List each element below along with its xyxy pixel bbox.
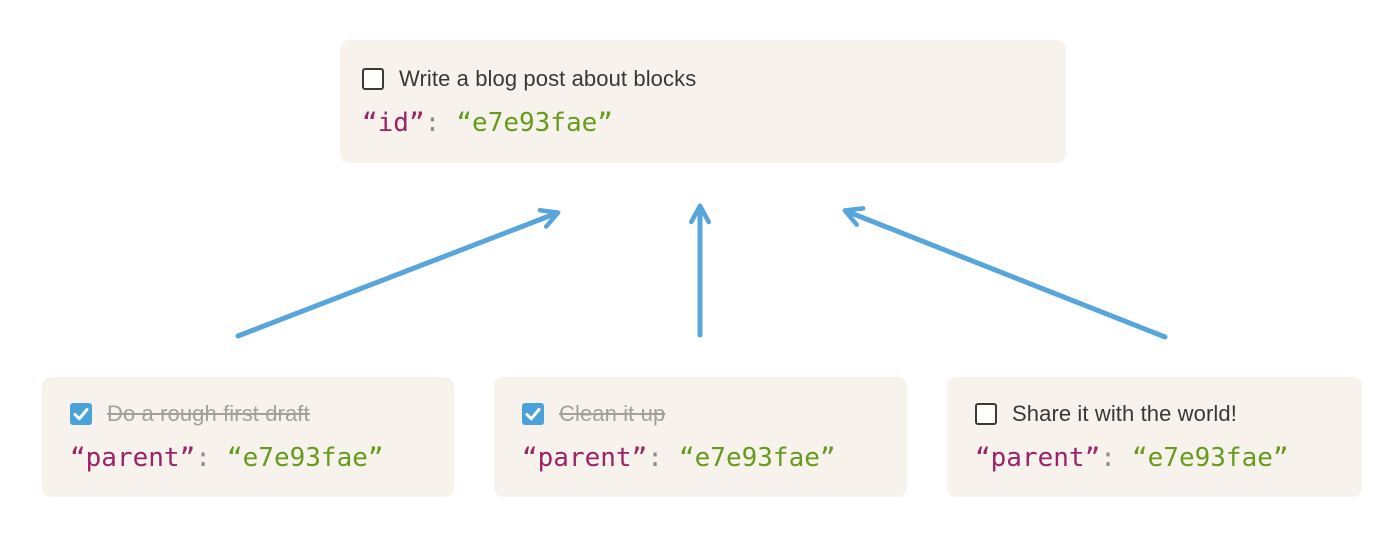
code-colon: : — [424, 107, 441, 138]
code-value: “e7e93fae” — [456, 107, 613, 138]
code-colon: : — [1100, 443, 1116, 473]
code-key: “parent” — [70, 443, 196, 473]
arrow-draft-to-parent — [235, 207, 561, 339]
code-colon: : — [647, 443, 663, 473]
parent-task-row: Write a blog post about blocks — [362, 65, 1066, 93]
child-task-row: Clean it up — [522, 400, 907, 428]
child-task-label: Clean it up — [559, 401, 666, 426]
parent-task-checkbox[interactable] — [362, 67, 384, 90]
code-value: “e7e93fae” — [679, 443, 836, 473]
code-value: “e7e93fae” — [227, 443, 384, 473]
child-task-label: Do a rough first draft — [107, 401, 310, 426]
checkmark-icon — [73, 408, 89, 421]
child-task-checkbox-checked[interactable] — [70, 403, 92, 425]
code-value: “e7e93fae” — [1132, 443, 1289, 473]
code-key: “id” — [362, 107, 425, 138]
parent-task-card: Write a blog post about blocks “id”: “e7e… — [340, 40, 1066, 163]
child-task-row: Do a rough first draft — [70, 400, 454, 428]
child-task-checkbox-unchecked[interactable] — [975, 403, 997, 425]
code-key: “parent” — [522, 443, 648, 473]
child-task-label: Share it with the world! — [1012, 401, 1237, 426]
child-parent-code: “parent”: “e7e93fae” — [975, 442, 1362, 474]
child-task-checkbox-checked[interactable] — [522, 403, 544, 425]
child-task-card-cleanup: Clean it up “parent”: “e7e93fae” — [494, 377, 907, 497]
child-parent-code: “parent”: “e7e93fae” — [522, 442, 907, 474]
code-key: “parent” — [975, 443, 1101, 473]
child-task-card-share: Share it with the world! “parent”: “e7e93… — [947, 377, 1362, 497]
child-task-row: Share it with the world! — [975, 400, 1362, 428]
checkmark-icon — [525, 408, 541, 421]
child-task-card-draft: Do a rough first draft “parent”: “e7e93fa… — [42, 377, 454, 497]
arrow-share-to-parent — [842, 206, 1168, 340]
code-colon: : — [195, 443, 211, 473]
child-parent-code: “parent”: “e7e93fae” — [70, 442, 454, 474]
parent-id-code: “id”: “e7e93fae” — [362, 107, 1066, 139]
parent-task-label: Write a blog post about blocks — [399, 65, 697, 91]
